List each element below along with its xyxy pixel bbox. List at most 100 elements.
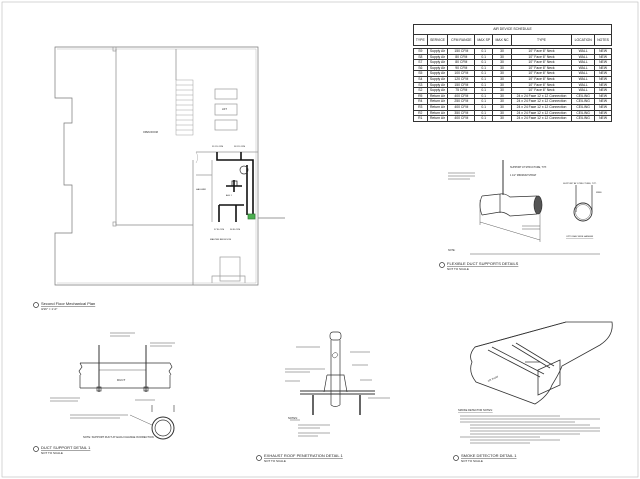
schedule-column-header: MAX NC [492,34,512,46]
strap-label: 1 1/2" MINIMUM STRAP [510,174,537,177]
schedule-cell: NEW [594,103,612,111]
schedule-column-header: SERVICE [426,34,449,46]
schedule-cell: WALL [571,81,596,89]
schedule-cell: 10" Face 6" Neck [510,76,573,83]
smoke-title: SMOKE DETECTOR DETAIL 1 [461,453,517,458]
smoke-notes-head: SMOKE DETECTOR NOTES: [458,408,493,412]
schedule-cell: 0.1 [474,115,494,122]
schedule-cell: NEW [594,87,612,94]
schedule-cell: 0.1 [474,64,494,72]
room-label-mech: MASTER BEDROOM [210,238,231,241]
schedule-cell: WALL [571,59,596,66]
schedule-cell: 0.1 [474,59,494,66]
smoke-scale: NOT TO SCALE [461,459,483,463]
plan-scale: 3/16" = 1'-0" [41,307,57,311]
schedule-column-header: NOTES [594,34,612,46]
plan-title-block: Second Floor Mechanical Plan 3/16" = 1'-… [33,301,95,311]
exhaust-detail: NOTES: EXHAUST ROOF PENETRATION DETAIL 1… [256,331,390,463]
schedule-cell: Supply Air [426,76,449,83]
schedule-cell: NEW [594,64,612,72]
schedule-cell: WALL [571,76,596,83]
schedule-column-header: TYPE [413,34,428,46]
schedule-cell: NEW [594,92,612,100]
schedule-column-header: LOCATION [571,34,596,46]
room-label-main: OPEN ROOM [143,131,158,134]
hanger-label: OPTIONAL WIRE HANGER [566,235,594,238]
schedule-cell: NEW [594,70,612,77]
exhaust-scale: NOT TO SCALE [264,459,286,463]
support-label: SUPPORT AT STRUCTURE, TYP. [510,166,547,169]
schedule-column-header: CFM RANGE [447,34,476,46]
duct-support-note: NOTE: SUPPORT DUCT AT EACH CHANGE IN DIR… [83,435,154,439]
floor-plan: OPEN ROOM LIFT HALLWAY MASTER BEDROOM S9… [54,46,285,286]
flex-duct-detail: SUPPORT AT STRUCTURE, TYP. 1 1/2" MINIMU… [439,160,602,271]
schedule-cell: 10" Face 6" Neck [510,59,573,66]
schedule-cell: CEILING [571,109,596,117]
schedule-cell: NEW [594,98,612,105]
schedule-cell: 24 x 24 Face 12 x 12 Connection [510,115,573,122]
schedule-cell: NEW [594,115,612,122]
room-label-lift: LIFT [222,108,227,111]
schedule-cell: 400 CFM [447,115,476,122]
flex-scale: NOT TO SCALE [447,267,469,271]
schedule-cell: R1 [413,115,428,122]
schedule-cell: Supply Air [426,87,449,94]
exhaust-title: EXHAUST ROOF PENETRATION DETAIL 1 [264,453,344,458]
exhaust-notes-head: NOTES: [288,416,298,420]
duct-support-detail: DUCT NOTE: SUPPORT DUCT AT EACH CHANGE I… [33,332,175,455]
hanger-support-label: SUPPORT AT STRUCTURE, TYP. [563,182,597,185]
schedule-cell: 0.1 [474,103,494,111]
schedule-column-header: TYPE [510,34,573,46]
schedule-cell: Return Air [426,92,449,100]
schedule-cell: 0.1 [474,92,494,100]
schedule-cell: WALL [571,64,596,72]
schedule-cell: WALL [571,70,596,77]
schedule-cell: 0.1 [474,76,494,83]
schedule-cell: CEILING [571,115,596,122]
schedule-cell: CEILING [571,92,596,100]
schedule-cell: 24 x 24 Face 12 x 12 Connection [510,109,573,117]
schedule-cell: Supply Air [426,48,449,55]
schedule-cell: NEW [594,109,612,117]
schedule-cell: 0.1 [474,109,494,117]
room-label-hall: HALLWAY [196,188,207,191]
plan-title: Second Floor Mechanical Plan [41,301,95,306]
schedule-cell: Supply Air [426,81,449,89]
flex-note-head: NOTE: [448,249,456,252]
schedule-cell: NEW [594,59,612,66]
schedule-cell: Return Air [426,115,449,122]
schedule-cell: Supply Air [426,64,449,72]
unit-label: AHU 1 [226,194,233,197]
duct-support-title: DUCT SUPPORT DETAIL 1 [41,445,91,450]
schedule-cell: NEW [594,76,612,83]
schedule-cell: 10" Face 6" Neck [510,81,573,89]
schedule-title: AIR DEVICE SCHEDULE [413,24,612,35]
flex-title: FLEXIBLE DUCT SUPPORTS DETAILS [447,261,519,266]
airflow-label: AIR FLOW [487,375,499,383]
schedule-cell: 0.1 [474,98,494,105]
duct-support-scale: NOT TO SCALE [41,451,63,455]
schedule-cell: 0.1 [474,70,494,77]
schedule-cell: Return Air [426,98,449,105]
schedule-cell: 24 x 24 Face 12 x 12 Connection [510,98,573,105]
schedule-cell: Supply Air [426,53,449,61]
schedule-cell: 30 [492,115,512,122]
schedule-cell: Return Air [426,103,449,111]
diffuser-label: S6 80 CFM [230,229,240,231]
schedule-cell: Supply Air [426,70,449,77]
schedule-cell: CEILING [571,103,596,111]
schedule-cell: 10" Face 6" Neck [510,87,573,94]
smoke-detector-detail: AIR FLOW SMOKE DETECTOR NOTES: SMOKE DET… [453,321,613,463]
schedule-cell: CEILING [571,98,596,105]
